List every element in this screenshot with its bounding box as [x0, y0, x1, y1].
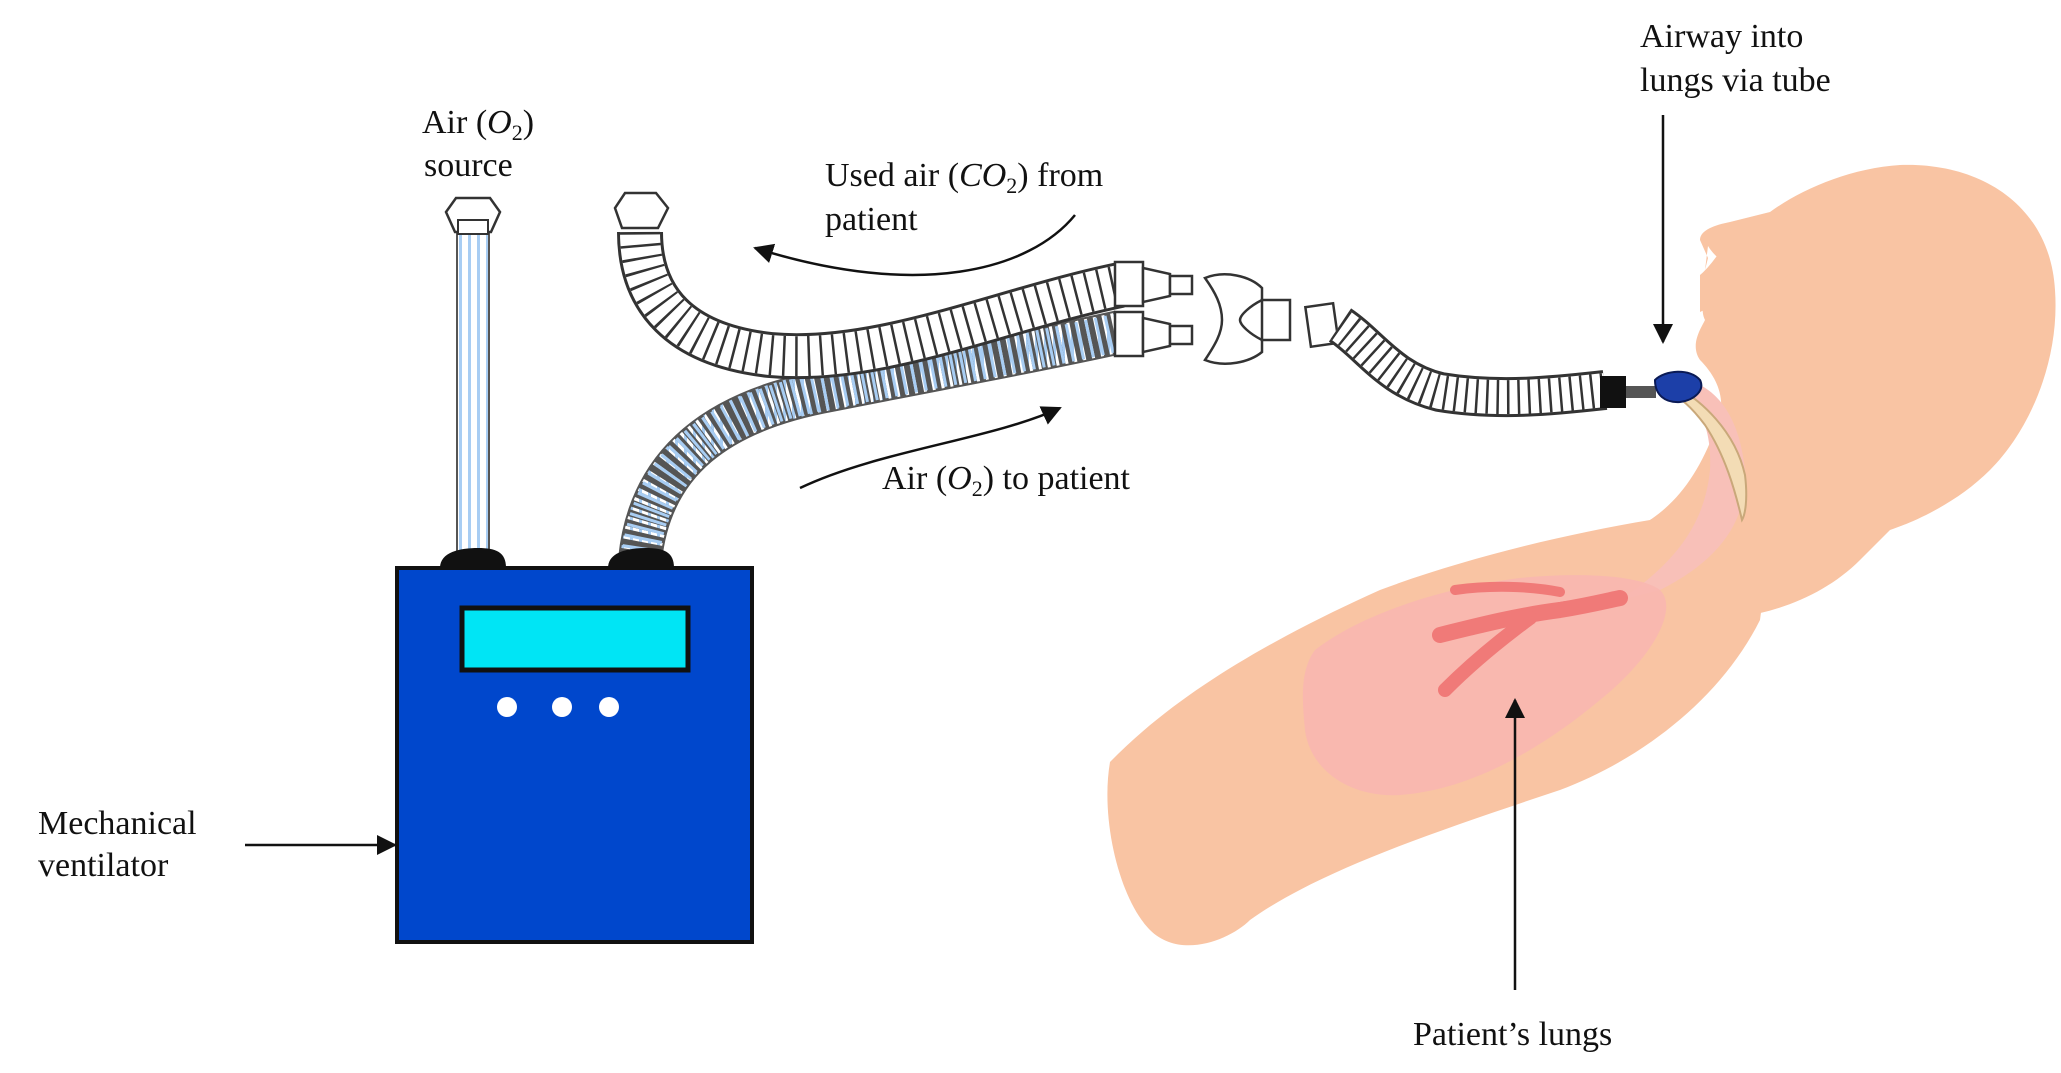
air-source-tube [456, 231, 490, 553]
ventilator-label: Mechanical [38, 805, 197, 842]
endotracheal-tube [1667, 386, 1748, 523]
ventilator-button-2 [552, 697, 572, 717]
airway-label: Airway into [1640, 18, 1803, 55]
airway-label-line2: lungs via tube [1640, 62, 1831, 99]
air-to-patient-label: Air (O2) to patient [882, 460, 1131, 501]
y-piece [1203, 273, 1264, 365]
ventilator-label-line2: ventilator [38, 847, 169, 884]
patient-head-top [1700, 230, 1800, 312]
lung-vessel-upper [1450, 581, 1565, 597]
used-air-label-line2: patient [825, 201, 918, 238]
used-air-label: Used air (CO2) from [825, 157, 1103, 198]
inhale-connector [1113, 310, 1194, 358]
ventilator-body [395, 566, 754, 944]
exhale-connector [1113, 260, 1194, 308]
labels: Air (O2) source Used air (CO2) from pati… [38, 18, 1831, 1053]
lung-vessel-right [1554, 594, 1621, 614]
inhale-flow-arrow [799, 406, 1062, 490]
exhalation-cap [613, 191, 670, 230]
ventilator-button-1 [497, 697, 517, 717]
mechanical-ventilator [395, 548, 754, 944]
lung-vessel-branch [1438, 611, 1537, 697]
ventilator-button-3 [599, 697, 619, 717]
exhale-flow-arrow [753, 214, 1076, 277]
tube-end-piece [1600, 376, 1626, 408]
air-source-label-line2: source [424, 147, 513, 184]
ventilator-screen [459, 605, 691, 673]
air-source-label: Air (O2) [422, 104, 534, 145]
mask-tip [1653, 370, 1703, 404]
lungs-label: Patient’s lungs [1413, 1016, 1612, 1053]
flow-arrows [245, 115, 1673, 990]
tubing [444, 191, 1703, 563]
lung-tissue [1302, 575, 1667, 796]
patient-figure [1107, 164, 2056, 946]
